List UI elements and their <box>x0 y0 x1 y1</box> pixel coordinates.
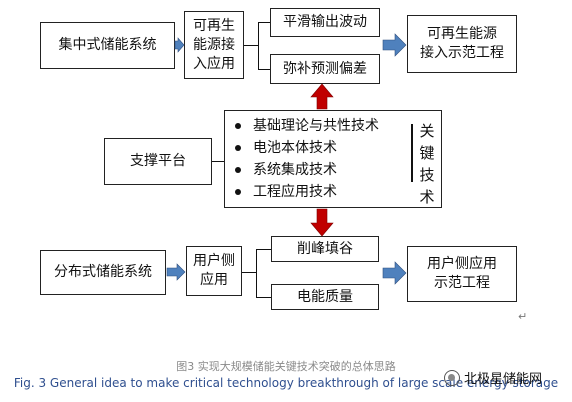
key-tech-item-label: 工程应用技术 <box>253 184 337 200</box>
caption-chinese: 图3 实现大规模储能关键技术突破的总体思路 <box>176 360 396 373</box>
power-quality-box: 电能质量 <box>271 284 379 310</box>
key-tech-item-label: 系统集成技术 <box>253 162 337 178</box>
bullet-icon <box>235 189 241 195</box>
key-tech-item: 工程应用技术 <box>235 181 337 203</box>
user-side-demo-box: 用户侧应用 示范工程 <box>407 246 517 302</box>
distributed-storage-box: 分布式储能系统 <box>40 250 166 295</box>
watermark-logo-icon <box>444 369 460 386</box>
paragraph-mark: ↵ <box>518 310 528 323</box>
bottom-bracket-vertical <box>256 249 257 297</box>
key-tech-char: 术 <box>419 188 435 206</box>
power-quality-label: 电能质量 <box>297 288 353 305</box>
blue-arrow-top-to-demo <box>382 33 407 57</box>
top-bracket-upper <box>258 22 270 23</box>
blue-arrow-central-to-renewable <box>174 37 185 53</box>
renewable-label-line1: 可再生 <box>193 17 235 34</box>
bottom-bracket-stem <box>242 272 256 273</box>
compensate-deviation-box: 弥补预测偏差 <box>270 54 380 84</box>
red-arrow-down <box>310 208 334 237</box>
blue-arrow-distributed-to-user <box>166 263 186 281</box>
smooth-output-label: 平滑输出波动 <box>283 14 367 30</box>
renewable-demo-line1: 可再生能源 <box>427 26 497 42</box>
user-demo-line1: 用户侧应用 <box>427 256 497 272</box>
central-storage-label: 集中式储能系统 <box>58 37 157 53</box>
smooth-output-box: 平滑输出波动 <box>270 8 380 37</box>
key-tech-char: 技 <box>419 166 435 184</box>
key-tech-item: 电池本体技术 <box>235 137 337 159</box>
support-platform-box: 支撑平台 <box>104 138 212 185</box>
key-tech-vertical-label: 关 键 技 术 <box>418 120 436 208</box>
renewable-label-line3: 入应用 <box>193 55 235 72</box>
top-bracket-stem <box>244 45 258 46</box>
central-storage-box: 集中式储能系统 <box>40 22 175 69</box>
distributed-storage-label: 分布式储能系统 <box>54 264 152 280</box>
renewable-demo-line2: 接入示范工程 <box>420 45 504 61</box>
user-side-line2: 应用 <box>200 272 228 288</box>
peak-shaving-box: 削峰填谷 <box>271 236 379 262</box>
bottom-bracket-lower <box>256 297 271 298</box>
watermark-text: 北极星储能网 <box>464 372 543 387</box>
key-tech-item: 系统集成技术 <box>235 159 337 181</box>
user-demo-line2: 示范工程 <box>434 275 490 291</box>
bullet-icon <box>235 145 241 151</box>
top-bracket-vertical <box>258 22 259 69</box>
renewable-demo-box: 可再生能源 接入示范工程 <box>407 15 517 73</box>
support-platform-label: 支撑平台 <box>130 153 186 169</box>
compensate-deviation-label: 弥补预测偏差 <box>283 60 367 77</box>
key-tech-divider <box>411 124 413 182</box>
key-tech-char: 关 <box>419 122 435 140</box>
user-side-line1: 用户侧 <box>193 253 235 269</box>
key-tech-char: 键 <box>419 144 435 162</box>
user-side-application-box: 用户侧 应用 <box>186 246 242 296</box>
blue-arrow-bottom-to-demo <box>382 261 407 285</box>
key-tech-item: 基础理论与共性技术 <box>235 115 379 137</box>
watermark: 北极星储能网 <box>444 368 542 387</box>
key-technology-box: 基础理论与共性技术 电池本体技术 系统集成技术 工程应用技术 <box>224 110 442 208</box>
top-bracket-lower <box>258 69 270 70</box>
bottom-bracket-upper <box>256 249 271 250</box>
key-tech-item-label: 基础理论与共性技术 <box>253 118 379 134</box>
renewable-label-line2: 能源接 <box>193 36 235 53</box>
bullet-icon <box>235 167 241 173</box>
caption-english: Fig. 3 General idea to make critical tec… <box>13 376 559 390</box>
support-connector <box>212 161 224 162</box>
renewable-application-box: 可再生 能源接 入应用 <box>184 11 244 79</box>
key-tech-item-label: 电池本体技术 <box>253 140 337 156</box>
peak-shaving-label: 削峰填谷 <box>297 240 353 257</box>
red-arrow-up <box>310 83 334 110</box>
bullet-icon <box>235 123 241 129</box>
